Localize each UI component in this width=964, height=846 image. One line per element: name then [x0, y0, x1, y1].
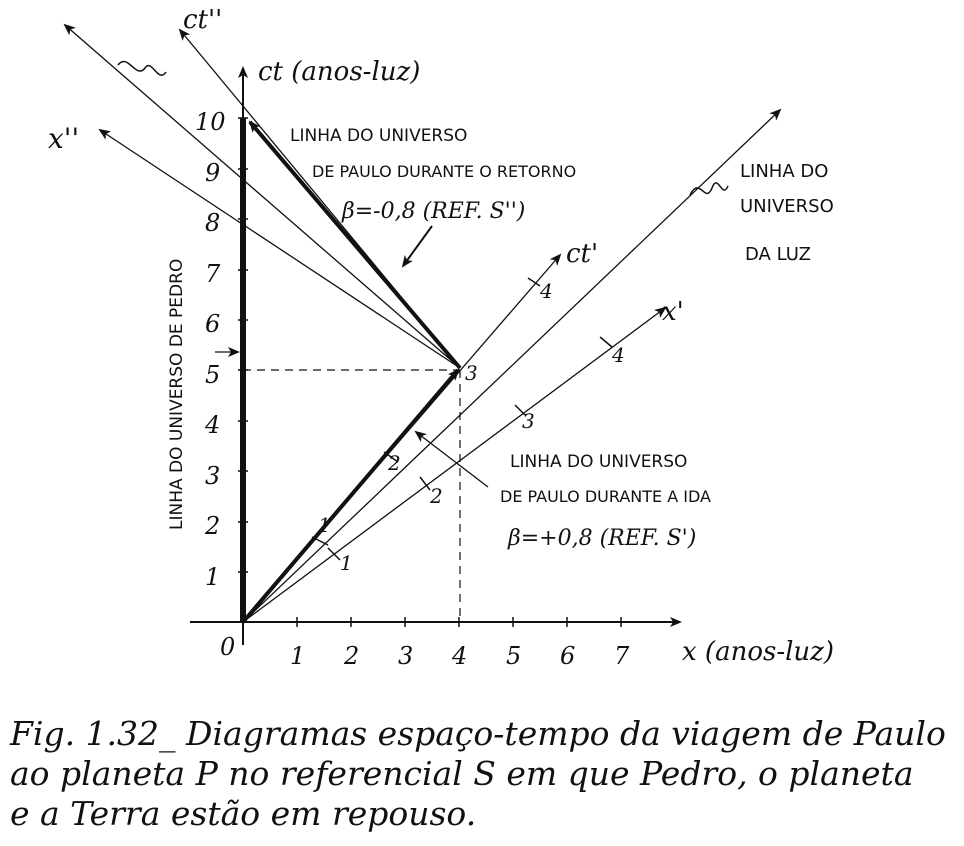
svg-text:9: 9	[205, 159, 220, 187]
light-back-squiggle	[117, 60, 167, 76]
svg-text:3: 3	[522, 409, 535, 433]
paulo-outbound-worldline	[241, 368, 460, 624]
return-beta: β=-0,8 (REF. S'')	[341, 199, 525, 224]
svg-text:5: 5	[205, 361, 220, 389]
svg-text:4: 4	[451, 642, 467, 670]
svg-text:6: 6	[560, 642, 575, 670]
outbound-pointer	[414, 430, 489, 488]
svg-text:3: 3	[398, 642, 413, 670]
x-prime-axis	[242, 306, 667, 623]
x-dprime-label: x''	[48, 122, 79, 155]
primed-tick-labels: 1 2 3 4 1 2 3 4	[318, 279, 625, 575]
x-axis-label: x (anos-luz)	[682, 637, 834, 667]
return-label-line1: LINHA DO UNIVERSO	[290, 126, 467, 146]
ct-ticks	[238, 117, 248, 573]
svg-text:7: 7	[205, 260, 221, 288]
ct-prime-label: ct'	[566, 239, 598, 269]
svg-text:1: 1	[318, 513, 331, 537]
svg-text:7: 7	[614, 642, 630, 670]
outbound-label-line1: LINHA DO UNIVERSO	[510, 452, 687, 472]
light-label-line1: LINHA DO	[740, 161, 828, 182]
x-prime-label: x'	[662, 297, 684, 327]
svg-text:2: 2	[343, 642, 359, 670]
return-label-line2: DE PAULO DURANTE O RETORNO	[312, 162, 576, 181]
x-tick-labels: 1 2 3 4 5 6 7	[290, 642, 630, 670]
primed-ticks	[311, 277, 613, 561]
origin-label: 0	[220, 633, 235, 661]
ct-dprime-label: ct''	[183, 5, 222, 35]
light-back-line	[63, 23, 461, 369]
return-pointer	[401, 225, 433, 268]
ct-tick-labels: 1 2 3 4 5 6 7 8 9 10	[195, 108, 226, 591]
paulo-return-worldline	[248, 120, 462, 370]
outbound-beta: β=+0,8 (REF. S')	[507, 526, 696, 551]
svg-text:3: 3	[465, 361, 478, 385]
svg-text:2: 2	[387, 451, 401, 475]
ct-axis-label: ct (anos-luz)	[258, 57, 420, 87]
outbound-label-line2: DE PAULO DURANTE A IDA	[500, 487, 711, 506]
caption-line3: e a Terra estão em repouso.	[10, 794, 476, 833]
svg-text:1: 1	[205, 563, 220, 591]
pedro-worldline-label: LINHA DO UNIVERSO DE PEDRO	[167, 259, 187, 530]
svg-text:4: 4	[204, 411, 220, 439]
light-worldline	[242, 108, 782, 623]
svg-text:6: 6	[205, 310, 220, 338]
light-label-line3: DA LUZ	[745, 244, 811, 265]
caption-line1: Fig. 1.32_ Diagramas espaço-tempo da via…	[9, 714, 946, 754]
light-label-line2: UNIVERSO	[740, 196, 834, 217]
svg-text:4: 4	[611, 343, 625, 367]
svg-text:3: 3	[205, 462, 220, 490]
svg-text:8: 8	[205, 209, 220, 237]
svg-text:2: 2	[204, 512, 220, 540]
svg-text:1: 1	[290, 642, 305, 670]
light-wave-squiggle	[689, 182, 729, 196]
svg-text:1: 1	[340, 551, 353, 575]
x-ticks	[296, 617, 622, 627]
caption-line2: ao planeta P no referencial S em que Ped…	[10, 754, 914, 793]
svg-text:10: 10	[195, 108, 226, 136]
svg-text:4: 4	[539, 279, 553, 303]
svg-text:2: 2	[429, 484, 443, 508]
x-dprime-axis	[98, 128, 461, 369]
svg-text:5: 5	[506, 642, 521, 670]
